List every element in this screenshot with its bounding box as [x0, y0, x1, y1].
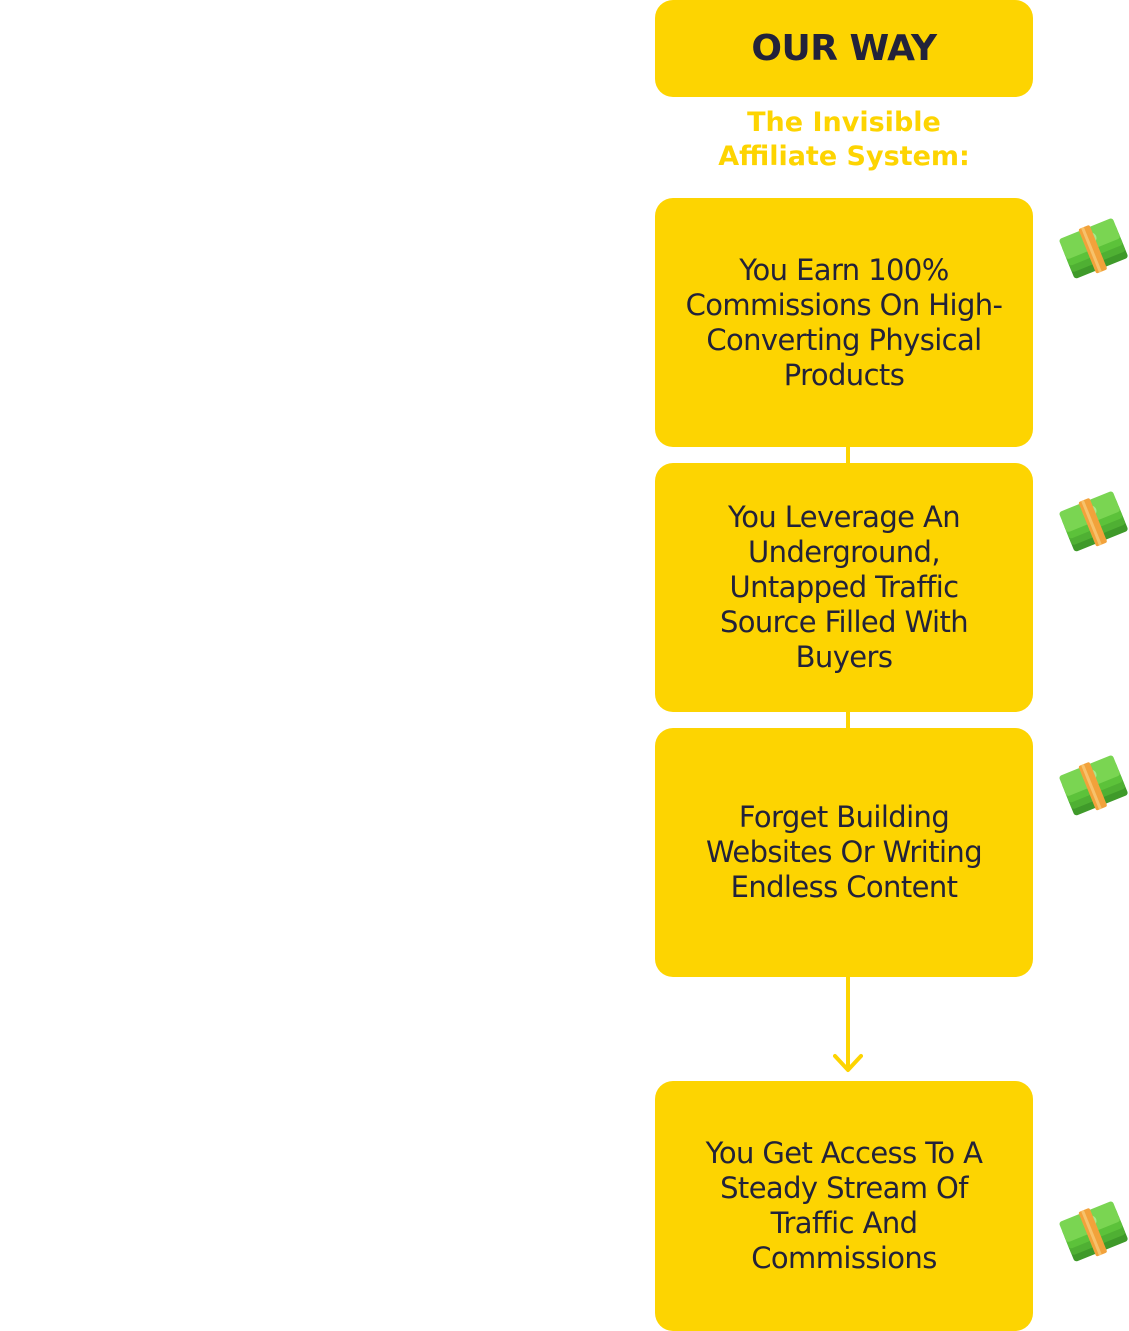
subtitle-line-1: The Invisible: [747, 107, 941, 138]
connector-line: [846, 976, 850, 1068]
step-card-3: Forget Building Websites Or Writing Endl…: [655, 728, 1033, 977]
header-box: OUR WAY: [655, 0, 1033, 97]
step-card-4: You Get Access To A Steady Stream Of Tra…: [655, 1081, 1033, 1331]
subtitle-line-2: Affiliate System:: [718, 141, 970, 172]
subtitle: The Invisible Affiliate System:: [655, 106, 1033, 174]
step-text: You Leverage An Underground, Untapped Tr…: [719, 500, 969, 674]
money-stack-icon: [1059, 1201, 1128, 1262]
page-title: OUR WAY: [751, 28, 937, 69]
connector-line: [846, 446, 850, 464]
step-card-2: You Leverage An Underground, Untapped Tr…: [655, 463, 1033, 712]
money-stack-icon: [1059, 755, 1128, 816]
connector-line: [846, 711, 850, 729]
step-text: You Get Access To A Steady Stream Of Tra…: [705, 1136, 983, 1275]
money-stack-icon: [1059, 218, 1128, 279]
money-stack-icon: [1059, 491, 1128, 552]
step-text: Forget Building Websites Or Writing Endl…: [705, 800, 983, 904]
arrow-down-icon: [833, 1054, 863, 1072]
step-text: You Earn 100% Commissions On High-Conver…: [685, 252, 1003, 392]
step-card-1: You Earn 100% Commissions On High-Conver…: [655, 198, 1033, 447]
